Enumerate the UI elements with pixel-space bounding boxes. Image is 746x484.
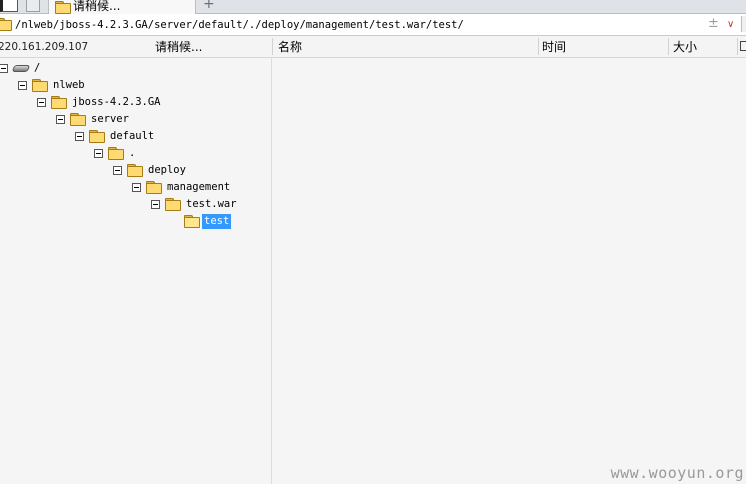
column-header-row: 220.161.209.107 请稍候... 名称 时间 大小 — [0, 36, 746, 58]
tree-node-label: default — [110, 130, 155, 142]
collapse-icon[interactable] — [56, 115, 65, 124]
folder-icon — [146, 181, 162, 194]
drive-icon — [11, 65, 31, 72]
folder-icon — [55, 1, 71, 14]
collapse-icon[interactable] — [37, 98, 46, 107]
folder-icon — [89, 130, 105, 143]
folder-icon — [127, 164, 143, 177]
collapse-icon[interactable] — [18, 81, 27, 90]
address-bar-edge — [741, 16, 746, 32]
folder-icon — [0, 18, 12, 31]
tree-node-label-selected: test — [202, 214, 232, 229]
folder-icon — [70, 113, 86, 126]
tree-node-label: management — [167, 181, 231, 193]
tree-node-label: jboss-4.2.3.GA — [72, 96, 161, 108]
tree-node-label: server — [91, 113, 129, 125]
plus-minus-icon[interactable]: ± — [708, 16, 719, 31]
tree-node-label: deploy — [148, 164, 186, 176]
folder-icon — [165, 198, 181, 211]
chevron-down-icon[interactable]: ∨ — [727, 19, 735, 30]
window-icon[interactable] — [0, 0, 18, 12]
tree-node-label: nlweb — [53, 79, 85, 91]
tab-active[interactable]: 请稍候... — [48, 0, 196, 14]
status-label: 请稍候... — [155, 40, 203, 54]
open-folder-icon — [184, 215, 200, 228]
tree-node-label: / — [34, 62, 41, 74]
column-divider[interactable] — [737, 38, 738, 55]
collapse-icon[interactable] — [75, 132, 84, 141]
folder-icon — [32, 79, 48, 92]
tree-node-label: test.war — [186, 198, 237, 210]
tree-node-label: . — [129, 147, 136, 159]
column-divider[interactable] — [668, 38, 669, 55]
collapse-icon[interactable] — [94, 149, 103, 158]
watermark: www.wooyun.org — [610, 464, 744, 482]
collapse-icon[interactable] — [151, 200, 160, 209]
address-input[interactable]: /nlweb/jboss-4.2.3.GA/server/default/./d… — [15, 19, 464, 31]
tab-strip: 请稍候... + — [0, 0, 746, 14]
collapse-icon[interactable] — [0, 64, 8, 73]
server-ip-label: 220.161.209.107 — [0, 41, 89, 53]
folder-icon — [51, 96, 67, 109]
checkbox-icon[interactable] — [740, 41, 746, 51]
tab-label: 请稍候... — [73, 0, 121, 13]
column-header-size[interactable]: 大小 — [673, 40, 698, 54]
column-divider[interactable] — [538, 38, 539, 55]
new-window-icon[interactable] — [26, 0, 40, 12]
column-header-time[interactable]: 时间 — [542, 40, 567, 54]
collapse-icon[interactable] — [113, 166, 122, 175]
collapse-icon[interactable] — [132, 183, 141, 192]
column-header-name[interactable]: 名称 — [278, 40, 303, 54]
folder-icon — [108, 147, 124, 160]
file-list[interactable] — [273, 58, 746, 484]
column-divider[interactable] — [272, 38, 273, 55]
directory-tree: / nlweb jboss-4.2.3.GA server default — [0, 58, 272, 484]
add-tab-button[interactable]: + — [203, 0, 215, 12]
address-bar: /nlweb/jboss-4.2.3.GA/server/default/./d… — [0, 14, 746, 36]
